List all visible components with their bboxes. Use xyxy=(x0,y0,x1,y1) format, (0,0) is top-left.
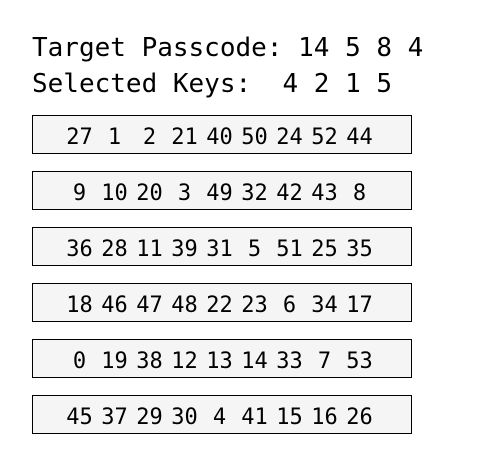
keypad-key[interactable]: 53 xyxy=(346,349,373,374)
keypad-key[interactable]: 26 xyxy=(346,405,373,430)
keypad-key[interactable]: 43 xyxy=(311,181,338,206)
keypad-key[interactable]: 41 xyxy=(241,405,268,430)
keypad-key[interactable]: 39 xyxy=(171,237,198,262)
keypad-row: 45 37 29 30 4 41 15 16 26 xyxy=(32,395,412,434)
target-passcode-value: 14 5 8 4 xyxy=(298,33,424,63)
keypad-key[interactable]: 46 xyxy=(101,293,128,318)
keypad-key[interactable]: 51 xyxy=(276,237,303,262)
keypad-key[interactable]: 16 xyxy=(311,405,338,430)
keypad-key[interactable]: 30 xyxy=(171,405,198,430)
selected-keys-line: Selected Keys: 4 2 1 5 xyxy=(32,69,392,99)
keypad-key[interactable]: 10 xyxy=(101,181,128,206)
selected-keys-label: Selected Keys: xyxy=(32,69,252,99)
keypad-key[interactable]: 44 xyxy=(346,125,373,150)
keypad-key[interactable]: 17 xyxy=(346,293,373,318)
keypad-row: 0 19 38 12 13 14 33 7 53 xyxy=(32,339,412,378)
keypad-key[interactable]: 0 xyxy=(72,349,87,374)
keypad-key[interactable]: 52 xyxy=(311,125,338,150)
keypad-key[interactable]: 33 xyxy=(276,349,303,374)
target-passcode-label: Target Passcode: xyxy=(32,33,283,63)
keypad-key[interactable]: 7 xyxy=(317,349,332,374)
keypad-key[interactable]: 34 xyxy=(311,293,338,318)
keypad-key[interactable]: 20 xyxy=(136,181,163,206)
keypad-key[interactable]: 15 xyxy=(276,405,303,430)
keypad-key[interactable]: 22 xyxy=(206,293,233,318)
keypad-row: 9 10 20 3 49 32 42 43 8 xyxy=(32,171,412,210)
target-passcode-line: Target Passcode: 14 5 8 4 xyxy=(32,33,423,63)
keypad-key[interactable]: 11 xyxy=(136,237,163,262)
keypad-key[interactable]: 38 xyxy=(136,349,163,374)
keypad-key[interactable]: 50 xyxy=(241,125,268,150)
keypad-row: 18 46 47 48 22 23 6 34 17 xyxy=(32,283,412,322)
selected-keys-value: 4 2 1 5 xyxy=(282,69,393,99)
keypad-key[interactable]: 9 xyxy=(72,181,87,206)
keypad-key[interactable]: 40 xyxy=(206,125,233,150)
keypad-key[interactable]: 29 xyxy=(136,405,163,430)
keypad-key[interactable]: 8 xyxy=(352,181,367,206)
keypad-row: 36 28 11 39 31 5 51 25 35 xyxy=(32,227,412,266)
keypad-key[interactable]: 32 xyxy=(241,181,268,206)
keypad-key[interactable]: 37 xyxy=(101,405,128,430)
keypad-key[interactable]: 31 xyxy=(206,237,233,262)
keypad-key[interactable]: 42 xyxy=(276,181,303,206)
keypad-key[interactable]: 3 xyxy=(177,181,192,206)
keypad-key[interactable]: 5 xyxy=(247,237,262,262)
keypad-key[interactable]: 28 xyxy=(101,237,128,262)
keypad-key[interactable]: 36 xyxy=(66,237,93,262)
keypad-key[interactable]: 23 xyxy=(241,293,268,318)
keypad-key[interactable]: 1 xyxy=(107,125,122,150)
keypad-key[interactable]: 48 xyxy=(171,293,198,318)
keypad-key[interactable]: 45 xyxy=(66,405,93,430)
keypad-key[interactable]: 25 xyxy=(311,237,338,262)
keypad-key[interactable]: 13 xyxy=(206,349,233,374)
keypad-key[interactable]: 21 xyxy=(171,125,198,150)
keypad-key[interactable]: 12 xyxy=(171,349,198,374)
keypad-key[interactable]: 47 xyxy=(136,293,163,318)
keypad-key[interactable]: 27 xyxy=(66,125,93,150)
keypad-key[interactable]: 24 xyxy=(276,125,303,150)
keypad-key[interactable]: 2 xyxy=(142,125,157,150)
keypad-key[interactable]: 49 xyxy=(206,181,233,206)
keypad-key[interactable]: 6 xyxy=(282,293,297,318)
keypad-key[interactable]: 18 xyxy=(66,293,93,318)
keypad-key[interactable]: 14 xyxy=(241,349,268,374)
keypad-key[interactable]: 4 xyxy=(212,405,227,430)
keypad-key[interactable]: 35 xyxy=(346,237,373,262)
keypad-key[interactable]: 19 xyxy=(101,349,128,374)
